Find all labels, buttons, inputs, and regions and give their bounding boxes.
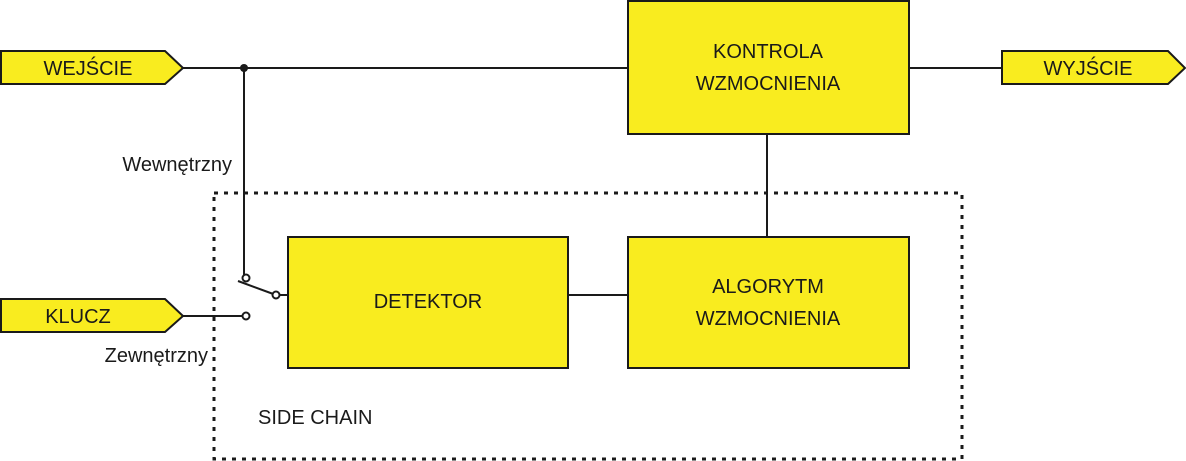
key-port (0, 298, 185, 333)
gain-algorithm-label-line2: WZMOCNIENIA (696, 308, 841, 330)
switch-contact-internal (241, 273, 251, 283)
switch-contact-common (271, 290, 281, 300)
input-port-label: WEJŚCIE (44, 56, 133, 80)
side-chain-label: SIDE CHAIN (258, 407, 372, 429)
switch-blade (237, 280, 277, 296)
key-port-label: KLUCZ (45, 306, 111, 328)
gain-control-label-line2: WZMOCNIENIA (696, 73, 841, 95)
gain-algorithm-label-line1: ALGORYTM (712, 276, 824, 298)
detector-block (287, 236, 569, 369)
gain-control-block (627, 0, 910, 135)
gain-control-label-line1: KONTROLA (713, 41, 824, 63)
input-port (0, 50, 185, 85)
internal-source-label: Wewnętrzny (122, 154, 232, 176)
output-port-label: WYJŚCIE (1044, 56, 1133, 80)
junction-dot (240, 64, 248, 72)
output-port (1001, 50, 1186, 85)
gain-algorithm-block (627, 236, 910, 369)
detector-label: DETEKTOR (374, 291, 483, 313)
external-source-label: Zewnętrzny (105, 345, 208, 367)
side-chain-region (212, 191, 964, 461)
switch-contact-external (241, 311, 251, 321)
